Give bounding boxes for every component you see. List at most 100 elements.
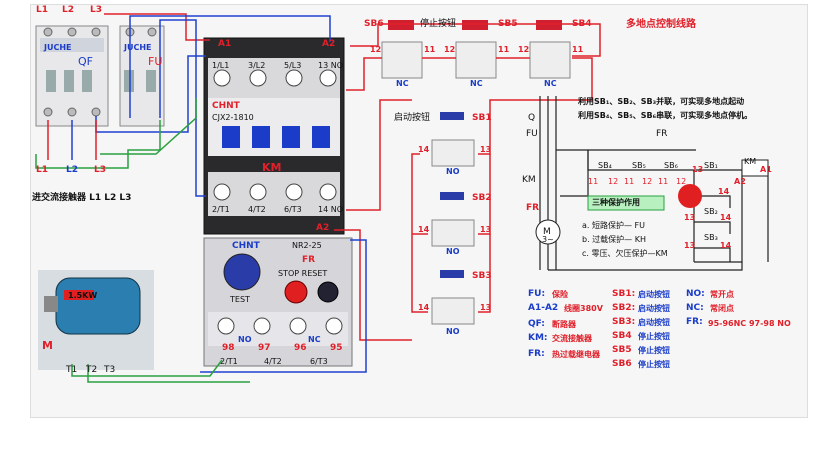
stop-sb5-type: NC (470, 79, 483, 88)
legend-left-4-val: 热过载继电器 (552, 350, 600, 359)
start-buttons-caption: 启动按钮 (394, 113, 431, 123)
stop-sb5-label: SB5 (498, 19, 518, 29)
legend-mid-4-key: SB5 (612, 345, 632, 355)
schem-a2: A2 (734, 177, 746, 186)
contactor-bottom-3: 6/T3 (284, 205, 302, 214)
schem-sb1: SB₁ (704, 161, 718, 170)
overload-bottom-3: 6/T3 (310, 357, 328, 366)
stop-sb4-label: SB4 (572, 19, 592, 29)
legend-left-0-key: FU: (528, 289, 546, 299)
motor-t2: T2 (86, 365, 98, 375)
schematic-note-1: 利用SB₁、SB₂、SB₃并联，可实现多地点起动 (578, 97, 745, 106)
overload-contact-96: 96 (294, 343, 307, 353)
overload-name: FR (302, 255, 316, 265)
start-sb3-label: SB3 (472, 271, 492, 281)
stop-sb5-left: 12 (444, 45, 456, 54)
stop-sb4-right: 11 (572, 45, 584, 54)
legend-right-1-key: NC: (686, 303, 704, 313)
stop-sb6-label: SB6 (364, 19, 384, 29)
stop-buttons-caption: 停止按钮 (420, 19, 457, 29)
coil-a1: A1 (218, 39, 232, 49)
schem-start-r3: 14 (720, 241, 732, 250)
cursor-marker (678, 184, 702, 208)
schem-km: KM (522, 175, 536, 185)
coil-a2: A2 (322, 39, 336, 49)
contactor-name: KM (262, 161, 282, 174)
diagram-title: 多地点控制线路 (626, 19, 696, 30)
legend-left-2-val: 断路器 (552, 320, 576, 329)
start-sb1-label: SB1 (472, 113, 492, 123)
schem-stop-n1: 11 (588, 177, 599, 186)
overload-brand: CHNT (232, 241, 260, 251)
schem-fu: FU (526, 129, 538, 139)
schem-sb4: SB₄ (598, 161, 612, 170)
start-sb3-type: NO (446, 327, 460, 336)
start-sb2-right: 13 (480, 225, 492, 234)
supply-note: 进交流接触器 L1 L2 L3 (32, 193, 132, 203)
breaker-input-l3: L3 (90, 5, 102, 15)
fuse-name: FU (148, 55, 163, 68)
schem-m: M (543, 227, 551, 237)
legend-left-2-key: QF: (528, 319, 545, 329)
start-buttons-art (431, 112, 475, 325)
start-sb2-type: NO (446, 247, 460, 256)
schem-start-r1: 14 (718, 187, 730, 196)
start-sb2-left: 14 (418, 225, 430, 234)
supply-l2: L2 (66, 165, 78, 175)
contactor-model: CJX2-1810 (212, 113, 254, 122)
start-sb2-label: SB2 (472, 193, 492, 203)
schem-q: Q (528, 113, 536, 123)
fuse-brand: JUCHE (124, 43, 152, 52)
start-sb3-right: 13 (480, 303, 492, 312)
legend-mid-5-key: SB6 (612, 359, 632, 369)
overload-nc: NC (308, 335, 321, 344)
legend-right-2-key: FR: (686, 317, 703, 327)
motor-name: M (42, 339, 53, 352)
supply-l3: L3 (94, 165, 106, 175)
legend-left-3-key: KM: (528, 333, 548, 343)
schem-start-r2: 14 (720, 213, 732, 222)
contactor-top-2: 3/L2 (248, 61, 266, 70)
contactor-bottom-4: 14 NO (318, 205, 344, 214)
stop-sb4-left: 12 (518, 45, 530, 54)
schem-start-l3: 13 (684, 241, 696, 250)
legend-mid-5-val: 停止按钮 (638, 360, 670, 369)
overload-no: NO (238, 335, 252, 344)
start-sb1-right: 13 (480, 145, 492, 154)
legend-left-1-key: A1-A2 (528, 303, 559, 313)
legend-right-0-val: 常开点 (710, 290, 734, 299)
stop-sb6-left: 12 (370, 45, 382, 54)
legend-mid-0-val: 启动按钮 (638, 290, 670, 299)
legend-right-2-val: 95-96NC 97-98 NO (708, 319, 791, 328)
legend-right-1-val: 常闭点 (710, 304, 734, 313)
protection-title: 三种保护作用 (592, 198, 640, 207)
schem-sb5: SB₅ (632, 161, 646, 170)
overload-contact-98: 98 (222, 343, 235, 353)
schem-stop-n5: 11 (658, 177, 669, 186)
legend-mid-2-val: 启动按钮 (638, 318, 670, 327)
schem-fr: FR (526, 203, 540, 213)
fuse-fu (119, 25, 165, 127)
stop-sb6-type: NC (396, 79, 409, 88)
schem-stop-n3: 11 (624, 177, 635, 186)
overload-contact-95: 95 (330, 343, 343, 353)
schem-sb2: SB₂ (704, 207, 718, 216)
schem-sb6: SB₆ (664, 161, 678, 170)
schem-a1: A1 (760, 165, 772, 174)
legend-left-0-val: 保险 (552, 290, 568, 299)
contactor-brand: CHNT (212, 101, 240, 111)
legend-mid-1-key: SB2: (612, 303, 636, 313)
overload-test: TEST (230, 295, 250, 304)
start-sb1-type: NO (446, 167, 460, 176)
schematic-note-2: 利用SB₄、SB₅、SB₆串联，可实现多地点停机。 (578, 111, 753, 120)
legend-mid-1-val: 启动按钮 (638, 304, 670, 313)
schem-sb3: SB₃ (704, 233, 718, 242)
breaker-input-l2: L2 (62, 5, 74, 15)
overload-contact-97: 97 (258, 343, 271, 353)
start-sb1-left: 14 (418, 145, 430, 154)
stop-buttons-art (381, 20, 571, 79)
overload-model: NR2-25 (292, 241, 322, 250)
motor-t1: T1 (66, 365, 78, 375)
legend-mid-0-key: SB1: (612, 289, 636, 299)
